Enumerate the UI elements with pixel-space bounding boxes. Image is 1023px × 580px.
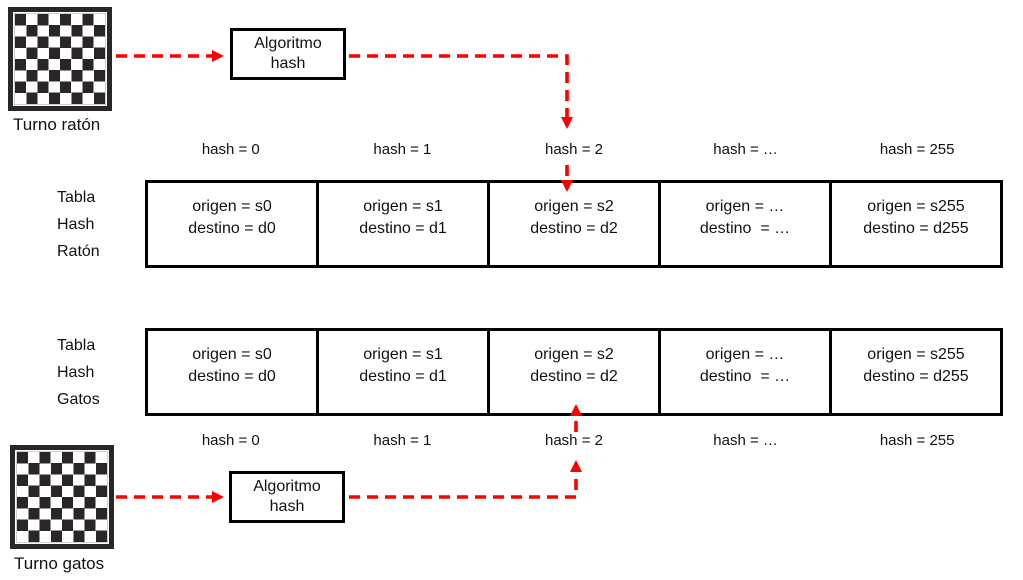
cell-destino: destino = d255 (863, 368, 969, 385)
hash-index-label: hash = 1 (373, 141, 432, 158)
hash-table-cell: origen = s1 destino = d1 (316, 183, 487, 265)
side-label-line: Gatos (57, 391, 100, 408)
hash-table-cell: origen = … destino = … (658, 183, 829, 265)
cell-destino: destino = d2 (530, 220, 618, 237)
algo-hash-box-cat: Algoritmo hash (229, 471, 345, 523)
hash-index-label: hash = 0 (201, 141, 260, 158)
hash-table-cell: origen = s255 destino = d255 (829, 331, 1000, 413)
cell-destino: destino = d0 (188, 368, 276, 385)
mouse-board-caption: Turno ratón (13, 115, 101, 134)
algo-box-line2: hash (269, 498, 305, 515)
hash-index-label: hash = 0 (201, 432, 260, 449)
hash-index-label: hash = 2 (545, 432, 603, 449)
algo-hash-box-mouse: Algoritmo hash (230, 28, 346, 80)
chessboard-squares (14, 13, 106, 105)
side-label-line: Hash (57, 216, 95, 233)
cell-destino: destino = d1 (359, 368, 447, 385)
chessboard-squares (16, 451, 108, 543)
hash-index-label: hash = 255 (879, 141, 955, 158)
hash-table-mouse: origen = s0 destino = d0 origen = s1 des… (145, 180, 1003, 268)
hash-table-cell: origen = s255 destino = d255 (829, 183, 1000, 265)
cell-origen: origen = s0 (192, 346, 272, 363)
cell-origen: origen = s2 (534, 346, 614, 363)
hash-index-row-cat: hash = 0 hash = 1 hash = 2 hash = … hash… (145, 431, 1003, 450)
hash-index-label: hash = 2 (545, 141, 603, 158)
algo-box-line1: Algoritmo (254, 35, 322, 52)
cell-destino: destino = … (699, 368, 791, 385)
hash-index-label: hash = … (713, 432, 778, 449)
cell-destino: destino = d255 (863, 220, 969, 237)
cat-board-caption: Turno gatos (14, 554, 105, 573)
cell-origen: origen = s0 (192, 198, 272, 215)
hash-table-cell: origen = … destino = … (658, 331, 829, 413)
cell-origen: origen = … (705, 346, 785, 363)
cell-origen: origen = s255 (867, 198, 965, 215)
cell-origen: origen = s2 (534, 198, 614, 215)
cell-destino: destino = d0 (188, 220, 276, 237)
chessboard-cat-icon (10, 445, 114, 549)
algo-box-line1: Algoritmo (253, 478, 321, 495)
hash-index-row-mouse: hash = 0 hash = 1 hash = 2 hash = … hash… (145, 140, 1003, 159)
hash-index-label: hash = … (713, 141, 778, 158)
hash-table-cell: origen = s2 destino = d2 (487, 331, 658, 413)
algo-box-line2: hash (270, 55, 306, 72)
hash-table-cell: origen = s2 destino = d2 (487, 183, 658, 265)
side-label-line: Tabla (57, 337, 96, 354)
hash-table-cat: origen = s0 destino = d0 origen = s1 des… (145, 328, 1003, 416)
cell-origen: origen = … (705, 198, 785, 215)
hash-index-label: hash = 255 (879, 432, 955, 449)
hash-table-cell: origen = s0 destino = d0 (148, 331, 316, 413)
chessboard-mouse-icon (8, 7, 112, 111)
hash-index-label: hash = 1 (373, 432, 432, 449)
cell-destino: destino = d1 (359, 220, 447, 237)
side-label-line: Ratón (57, 243, 100, 260)
cell-origen: origen = s255 (867, 346, 965, 363)
side-label-line: Tabla (57, 189, 96, 206)
cell-destino: destino = … (699, 220, 791, 237)
cell-destino: destino = d2 (530, 368, 618, 385)
hash-table-cell: origen = s1 destino = d1 (316, 331, 487, 413)
cell-origen: origen = s1 (363, 346, 443, 363)
hash-table-cell: origen = s0 destino = d0 (148, 183, 316, 265)
arrow-cat-algo-to-hash2-label (349, 459, 583, 499)
side-label-line: Hash (57, 364, 95, 381)
arrow-mouse-algo-to-hash2-label (349, 54, 574, 130)
cell-origen: origen = s1 (363, 198, 443, 215)
